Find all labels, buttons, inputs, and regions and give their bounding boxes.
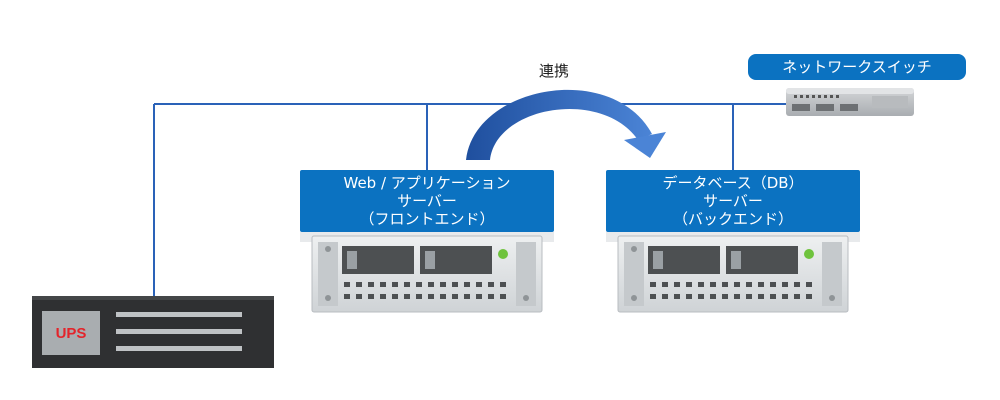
screw: [631, 246, 637, 252]
web-server-label-line3: （フロントエンド）: [359, 210, 495, 228]
ups-panel-line: [116, 329, 242, 334]
switch-led: [800, 95, 803, 98]
web-server-label-line1: Web / アプリケーション: [343, 174, 511, 192]
db-server-label-line2: サーバー: [703, 192, 763, 210]
vent-grid: [650, 282, 812, 299]
web-server-unit: [300, 232, 554, 313]
network-switch: [786, 88, 914, 116]
switch-port: [816, 104, 834, 111]
switch-led: [830, 95, 833, 98]
link-label: 連携: [538, 62, 569, 80]
screw: [631, 295, 637, 301]
web-server-label-line2: サーバー: [397, 192, 457, 210]
ups-label: UPS: [56, 325, 87, 342]
switch-panel: [872, 96, 908, 108]
db-server-label: データベース（DB） サーバー （バックエンド）: [606, 170, 860, 232]
connection-lines: [153, 103, 786, 296]
db-server-unit: [606, 232, 860, 313]
switch-led: [806, 95, 809, 98]
db-server-label-line1: データベース（DB）: [662, 174, 804, 192]
db-server-label-line3: （バックエンド）: [672, 210, 793, 228]
power-led: [804, 249, 814, 259]
switch-led: [824, 95, 827, 98]
switch-label: ネットワークスイッチ: [748, 54, 966, 80]
link-arrow: [466, 89, 666, 160]
ups-label-panel: [42, 311, 100, 355]
screw: [325, 295, 331, 301]
screw: [829, 295, 835, 301]
power-led: [498, 249, 508, 259]
switch-led: [794, 95, 797, 98]
screw: [523, 295, 529, 301]
switch-led: [836, 95, 839, 98]
ups-unit: UPS: [32, 296, 274, 368]
screw: [325, 246, 331, 252]
switch-led: [818, 95, 821, 98]
switch-port: [840, 104, 858, 111]
ups-panel-line: [116, 312, 242, 317]
switch-led: [812, 95, 815, 98]
ups-panel-line: [116, 346, 242, 351]
vent-grid: [344, 282, 506, 299]
web-server-label: Web / アプリケーション サーバー （フロントエンド）: [300, 170, 554, 232]
switch-port: [792, 104, 810, 111]
